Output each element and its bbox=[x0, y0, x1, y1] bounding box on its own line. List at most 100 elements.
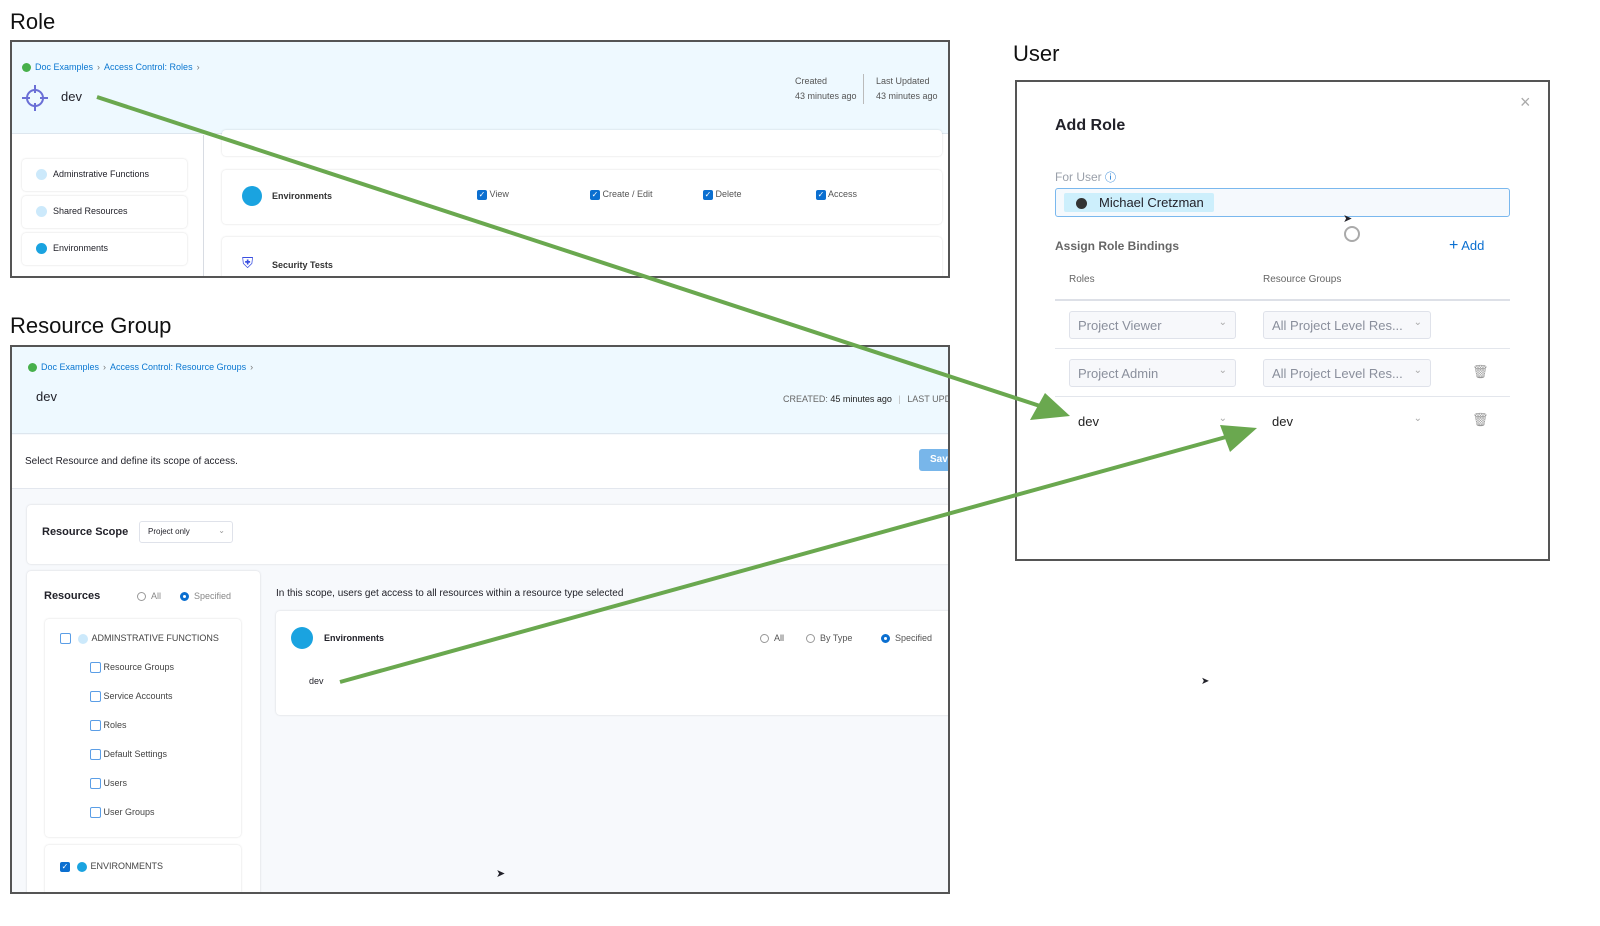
permission-view[interactable]: ✓ View bbox=[477, 189, 509, 200]
user-input[interactable]: Michael Cretzman bbox=[1055, 188, 1510, 217]
page-title: dev bbox=[61, 89, 82, 104]
column-header-roles: Roles bbox=[1069, 274, 1095, 285]
env-radio-specified[interactable]: Specified bbox=[881, 633, 932, 644]
permission-access[interactable]: ✓ Access bbox=[816, 189, 858, 200]
trash-icon[interactable]: 🗑 bbox=[1472, 364, 1489, 379]
resource-group-select[interactable]: All Project Level Res...⌄ bbox=[1263, 359, 1431, 387]
rg-header: Doc Examples› Access Control: Resource G… bbox=[12, 347, 948, 434]
for-user-label: For User bbox=[1055, 170, 1102, 184]
column-header-resource-groups: Resource Groups bbox=[1263, 274, 1342, 285]
avatar bbox=[1076, 198, 1087, 210]
role-header: Doc Examples› Access Control: Roles› dev… bbox=[12, 42, 948, 134]
updated-value: 43 minutes ago bbox=[876, 91, 938, 101]
resource-checkbox[interactable]: User Groups bbox=[90, 807, 155, 819]
role-panel: Doc Examples› Access Control: Roles› dev… bbox=[10, 40, 950, 278]
section-label-resource-group: Resource Group bbox=[10, 313, 172, 338]
breadcrumb: Doc Examples› Access Control: Roles› bbox=[22, 62, 200, 72]
sidebar-item-environments[interactable]: Environments bbox=[22, 233, 187, 265]
environments-label: Environments bbox=[324, 633, 385, 643]
resource-checkbox[interactable]: Service Accounts bbox=[90, 691, 173, 703]
scope-note: In this scope, users get access to all r… bbox=[276, 588, 624, 599]
shield-icon: ⛨ bbox=[242, 255, 254, 272]
updated-label: LAST UPDATED bbox=[907, 394, 950, 404]
breadcrumb: Doc Examples› Access Control: Resource G… bbox=[28, 362, 253, 372]
resource-group-select[interactable]: dev⌄ bbox=[1263, 407, 1431, 435]
page-title: dev bbox=[36, 389, 57, 404]
mouse-cursor-icon: ➤ bbox=[1343, 213, 1353, 225]
created-label: Created bbox=[795, 76, 828, 86]
environments-icon bbox=[291, 627, 313, 649]
trash-icon[interactable]: 🗑 bbox=[1472, 412, 1489, 427]
section-label-role: Role bbox=[10, 9, 56, 34]
chevron-down-icon: ⌄ bbox=[218, 526, 225, 535]
sidebar-item-label: Adminstrative Functions bbox=[53, 169, 150, 179]
project-icon bbox=[22, 62, 31, 72]
created-value: 43 minutes ago bbox=[795, 91, 857, 101]
chevron-down-icon: ⌄ bbox=[1413, 413, 1422, 424]
sidebar-item-label: Environments bbox=[53, 243, 109, 253]
resources-radio-specified[interactable]: Specified bbox=[180, 591, 231, 602]
sidebar-item-administrative-functions[interactable]: Adminstrative Functions bbox=[22, 159, 187, 191]
env-radio-all[interactable]: All bbox=[760, 633, 784, 644]
environments-checkbox[interactable]: ✓ ENVIRONMENTS bbox=[60, 861, 164, 872]
role-select[interactable]: Project Admin⌄ bbox=[1069, 359, 1236, 387]
resource-scope-select[interactable]: Project only⌄ bbox=[139, 521, 233, 543]
project-icon bbox=[28, 362, 37, 372]
mouse-cursor-icon: ➤ bbox=[496, 868, 506, 880]
environments-icon bbox=[242, 186, 262, 206]
instruction-text: Select Resource and define its scope of … bbox=[25, 456, 238, 467]
resources-radio-all[interactable]: All bbox=[137, 591, 161, 602]
add-role-dialog: × Add Role For User ⓘ Michael Cretzman A… bbox=[1015, 80, 1550, 561]
resources-label: Resources bbox=[44, 590, 101, 602]
environment-item[interactable]: dev bbox=[309, 676, 324, 686]
chevron-down-icon: ⌄ bbox=[1218, 365, 1227, 376]
environments-label: Environments bbox=[272, 191, 333, 201]
crosshair-icon bbox=[22, 85, 48, 111]
breadcrumb-link[interactable]: Access Control: Resource Groups bbox=[110, 362, 247, 372]
user-chip[interactable]: Michael Cretzman bbox=[1064, 193, 1214, 212]
chevron-down-icon: ⌄ bbox=[1413, 365, 1422, 376]
created-value: 45 minutes ago bbox=[830, 394, 892, 404]
environments-permission-card: Environments ✓ View ✓ Create / Edit ✓ De… bbox=[222, 170, 942, 224]
permission-delete[interactable]: ✓ Delete bbox=[703, 189, 742, 200]
resource-group-select[interactable]: All Project Level Res...⌄ bbox=[1263, 311, 1431, 339]
created-label: CREATED: bbox=[783, 394, 828, 404]
environments-group: ✓ ENVIRONMENTS bbox=[45, 845, 241, 892]
mouse-cursor-icon: ➤ bbox=[1201, 676, 1210, 687]
breadcrumb-link[interactable]: Doc Examples bbox=[35, 62, 94, 72]
security-tests-label: Security Tests bbox=[272, 260, 333, 270]
environments-scope-card: Environments All By Type Specified dev bbox=[276, 611, 948, 715]
save-button[interactable]: Save bbox=[919, 449, 948, 471]
section-label-user: User bbox=[1013, 41, 1060, 66]
resource-checkbox[interactable]: Default Settings bbox=[90, 749, 167, 761]
resource-scope-label: Resource Scope bbox=[42, 526, 129, 538]
breadcrumb-link[interactable]: Doc Examples bbox=[41, 362, 100, 372]
resource-checkbox[interactable]: Resource Groups bbox=[90, 662, 174, 674]
resource-checkbox[interactable]: Roles bbox=[90, 720, 127, 732]
chevron-down-icon: ⌄ bbox=[1218, 317, 1227, 328]
sidebar-item-shared-resources[interactable]: Shared Resources bbox=[22, 196, 187, 228]
close-icon[interactable]: × bbox=[1520, 92, 1531, 112]
admin-functions-checkbox[interactable]: ADMINSTRATIVE FUNCTIONS bbox=[60, 633, 219, 645]
bindings-label: Assign Role Bindings bbox=[1055, 239, 1180, 253]
breadcrumb-link[interactable]: Access Control: Roles bbox=[104, 62, 193, 72]
admin-functions-group: ADMINSTRATIVE FUNCTIONS Resource Groups … bbox=[45, 619, 241, 837]
dialog-title: Add Role bbox=[1055, 117, 1126, 134]
resource-group-panel: Doc Examples› Access Control: Resource G… bbox=[10, 345, 950, 894]
resources-card: Resources All Specified ADMINSTRATIVE FU… bbox=[27, 571, 260, 892]
permission-create-edit[interactable]: ✓ Create / Edit bbox=[590, 189, 653, 200]
info-icon[interactable]: ⓘ bbox=[1105, 172, 1117, 184]
resource-scope-card: Resource Scope Project only⌄ bbox=[27, 505, 948, 564]
role-select[interactable]: dev⌄ bbox=[1069, 407, 1236, 435]
plus-icon: + bbox=[1449, 237, 1459, 254]
not-allowed-icon bbox=[1344, 226, 1360, 242]
role-select[interactable]: Project Viewer⌄ bbox=[1069, 311, 1236, 339]
env-radio-by-type[interactable]: By Type bbox=[806, 633, 852, 644]
chevron-down-icon: ⌄ bbox=[1218, 413, 1227, 424]
resource-checkbox[interactable]: Users bbox=[90, 778, 127, 790]
security-tests-card: ⛨ Security Tests bbox=[222, 237, 942, 276]
sidebar-item-label: Shared Resources bbox=[53, 206, 128, 216]
updated-label: Last Updated bbox=[876, 76, 930, 86]
add-binding-button[interactable]: + Add bbox=[1449, 237, 1485, 254]
chevron-down-icon: ⌄ bbox=[1413, 317, 1422, 328]
